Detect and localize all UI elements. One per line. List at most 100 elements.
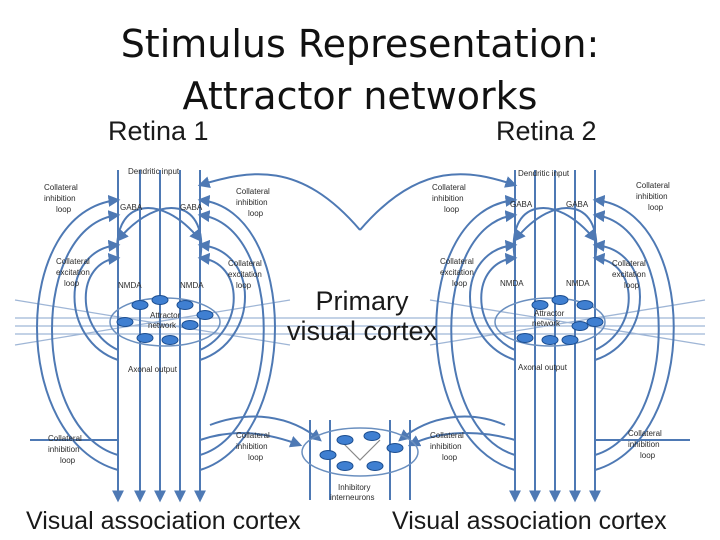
svg-text:GABA: GABA xyxy=(120,203,143,212)
title-line-1: Stimulus Representation: xyxy=(120,22,600,66)
outer-loop-right-2-r xyxy=(592,210,660,456)
outer-loop-left-2-r xyxy=(450,210,518,456)
svg-text:Collateral: Collateral xyxy=(44,183,78,192)
neuron xyxy=(336,461,354,471)
svg-text:excitation: excitation xyxy=(56,268,90,277)
outer-loop-right-2 xyxy=(197,210,265,456)
svg-text:network: network xyxy=(148,321,177,330)
svg-text:Collateral: Collateral xyxy=(440,257,474,266)
svg-text:Collateral: Collateral xyxy=(236,187,270,196)
bottom-arc-2 xyxy=(199,432,303,448)
mid-loop-left-2-r xyxy=(480,252,518,351)
svg-text:loop: loop xyxy=(442,453,458,462)
svg-text:inhibition: inhibition xyxy=(432,194,464,203)
outer-loop-right-r xyxy=(592,194,675,471)
svg-text:inhibition: inhibition xyxy=(48,445,80,454)
svg-text:inhibition: inhibition xyxy=(628,440,660,449)
svg-text:Attractor: Attractor xyxy=(150,311,181,320)
mid-loop-right-2 xyxy=(197,252,235,351)
mid-loop-right-r xyxy=(592,239,641,361)
svg-text:NMDA: NMDA xyxy=(566,279,590,288)
svg-text:Collateral: Collateral xyxy=(612,259,646,268)
svg-text:Axonal output: Axonal output xyxy=(128,365,178,374)
neuron xyxy=(586,317,604,327)
interneuron-ring xyxy=(301,427,419,477)
svg-text:Axonal output: Axonal output xyxy=(518,363,568,372)
neuron xyxy=(151,295,169,305)
mid-loop-left-2 xyxy=(84,252,121,351)
neuron xyxy=(161,335,179,345)
svg-text:Collateral: Collateral xyxy=(236,431,270,440)
small-labels: Dendritic input Collateral inhibition lo… xyxy=(44,167,670,502)
neuron xyxy=(363,431,381,441)
primary-line: Primary xyxy=(315,286,409,316)
svg-text:Collateral: Collateral xyxy=(228,259,262,268)
svg-text:Collateral: Collateral xyxy=(48,434,82,443)
neuron xyxy=(366,461,384,471)
svg-text:inhibition: inhibition xyxy=(236,442,268,451)
retina-1-label: Retina 1 xyxy=(108,116,209,146)
svg-text:Collateral: Collateral xyxy=(628,429,662,438)
neuron xyxy=(181,320,199,330)
svg-text:Dendritic input: Dendritic input xyxy=(518,169,570,178)
svg-text:GABA: GABA xyxy=(510,200,533,209)
neuron xyxy=(551,295,569,305)
neuron xyxy=(196,310,214,320)
svg-text:excitation: excitation xyxy=(228,270,262,279)
svg-text:NMDA: NMDA xyxy=(118,281,142,290)
svg-text:loop: loop xyxy=(648,203,664,212)
svg-text:NMDA: NMDA xyxy=(180,281,204,290)
neuron xyxy=(531,300,549,310)
svg-text:excitation: excitation xyxy=(612,270,646,279)
primary-visual-cortex-label: Primary visual cortex xyxy=(262,286,462,346)
svg-text:network: network xyxy=(532,319,561,328)
svg-text:GABA: GABA xyxy=(180,203,203,212)
visual-association-cortex-right: Visual association cortex xyxy=(392,507,667,535)
neuron xyxy=(576,300,594,310)
svg-text:loop: loop xyxy=(444,205,460,214)
svg-text:loop: loop xyxy=(56,205,72,214)
outer-loop-right xyxy=(197,195,276,471)
top-cross-arc-r xyxy=(359,173,518,231)
svg-text:Collateral: Collateral xyxy=(636,181,670,190)
neuron xyxy=(516,333,534,343)
visual-cortex-line: visual cortex xyxy=(286,316,438,346)
neuron xyxy=(561,335,579,345)
title-line-2: Attractor networks xyxy=(182,74,538,118)
dendritic-input-label: Dendritic input xyxy=(128,167,180,176)
neurons xyxy=(116,295,604,471)
neuron xyxy=(336,435,354,445)
retina-2-label: Retina 2 xyxy=(496,116,597,146)
left-network-module xyxy=(14,170,706,503)
attractor-ring-r xyxy=(494,297,606,347)
neuron xyxy=(176,300,194,310)
svg-text:Inhibitory: Inhibitory xyxy=(338,483,370,492)
outer-loop-left-2 xyxy=(51,210,121,456)
svg-text:NMDA: NMDA xyxy=(500,279,524,288)
top-arc-1 xyxy=(116,206,202,261)
svg-text:inhibition: inhibition xyxy=(430,442,462,451)
svg-text:inhibition: inhibition xyxy=(236,198,268,207)
svg-text:loop: loop xyxy=(248,453,264,462)
neuron xyxy=(319,450,337,460)
neuron xyxy=(386,443,404,453)
neuron xyxy=(571,321,589,331)
mid-loop-left-r xyxy=(469,239,518,361)
mid-loop-right-2-r xyxy=(592,252,630,351)
neuron xyxy=(131,300,149,310)
neuron xyxy=(116,317,134,327)
outer-loop-left xyxy=(36,194,121,471)
svg-text:loop: loop xyxy=(236,281,252,290)
svg-text:excitation: excitation xyxy=(440,268,474,277)
svg-text:inhibition: inhibition xyxy=(636,192,668,201)
svg-text:Collateral: Collateral xyxy=(430,431,464,440)
neuron xyxy=(136,333,154,343)
svg-text:interneurons: interneurons xyxy=(330,493,374,502)
outer-loop-left-r xyxy=(435,194,518,471)
mid-loop-left xyxy=(73,239,121,361)
inhibitory-interneuron-module xyxy=(301,420,419,500)
svg-text:Collateral: Collateral xyxy=(56,257,90,266)
svg-text:loop: loop xyxy=(64,279,80,288)
svg-text:loop: loop xyxy=(452,279,468,288)
